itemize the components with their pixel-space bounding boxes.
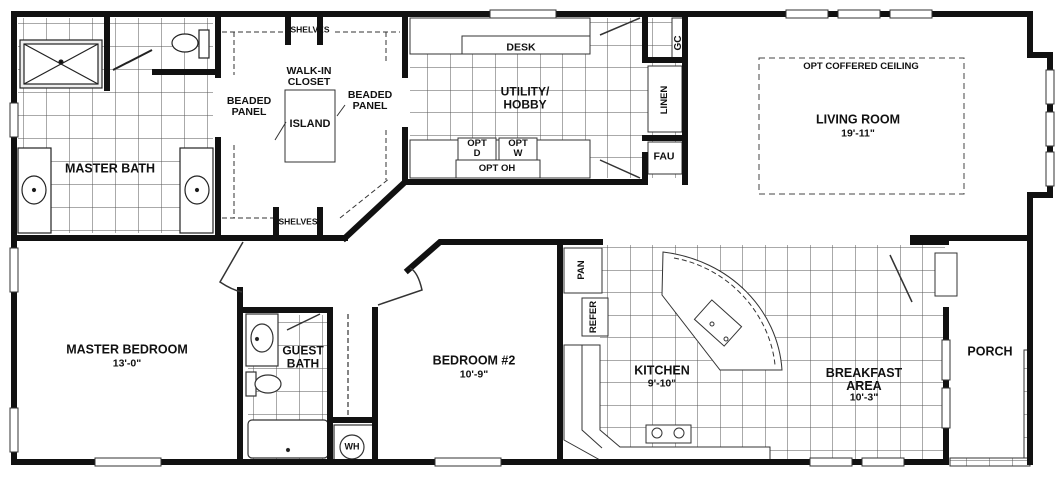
- room-label-porch: PORCH: [967, 344, 1013, 359]
- opt-oh: [455, 159, 541, 179]
- room-dimension-living-room: 19'-11": [841, 127, 875, 140]
- label-shelves-bottom: SHELVES: [278, 216, 318, 227]
- room-label-kitchen: KITCHEN: [634, 363, 690, 378]
- label-opt-w: OPT W: [508, 138, 528, 159]
- master-bath-fixtures: [17, 29, 214, 234]
- windows: [9, 9, 1055, 467]
- porch-door: [889, 254, 913, 303]
- label-beaded-panel-right: BEADED PANEL: [347, 88, 393, 112]
- walls: [11, 11, 1053, 465]
- label-opt-coffered-ceiling: OPT COFFERED CEILING: [803, 61, 919, 73]
- room-label-walk-in-closet: WALK-IN CLOSET: [286, 64, 332, 88]
- room-dimension-kitchen: 9'-10": [647, 377, 677, 390]
- room-dimension-breakfast-area: 10'-3": [849, 391, 879, 404]
- pantry: [563, 247, 603, 294]
- doors: [218, 17, 913, 331]
- utility-door-bottom: [599, 159, 641, 179]
- label-gc: GC: [672, 35, 684, 51]
- room-label-master-bedroom: MASTER BEDROOM: [66, 342, 188, 357]
- tile-floors: [18, 18, 945, 460]
- label-beaded-panel-left: BEADED PANEL: [226, 94, 272, 118]
- island: [284, 89, 336, 163]
- utility-door-top: [599, 17, 641, 36]
- room-dimension-bedroom-2: 10'-9": [459, 368, 489, 381]
- room-label-utility-hobby: UTILITY/ HOBBY: [500, 84, 550, 111]
- coffered-ceiling-outline: [758, 57, 965, 195]
- label-desk: DESK: [506, 41, 536, 54]
- room-label-living-room: LIVING ROOM: [815, 112, 901, 127]
- label-wh: WH: [344, 441, 360, 452]
- toilet: [171, 33, 199, 53]
- bedroom-2-door: [377, 267, 423, 306]
- room-label-breakfast-area: BREAKFAST AREA: [825, 365, 903, 393]
- room-label-bedroom-2: BEDROOM #2: [432, 353, 516, 368]
- guest-bath-door: [286, 313, 321, 331]
- fau: [647, 141, 683, 175]
- room-dimension-master-bedroom: 13'-0": [112, 357, 142, 370]
- label-opt-d: OPT D: [467, 138, 487, 159]
- label-pan: PAN: [576, 260, 588, 280]
- label-island: ISLAND: [289, 118, 331, 131]
- room-label-master-bath: MASTER BATH: [64, 161, 156, 176]
- linen: [647, 65, 683, 133]
- label-fau: FAU: [653, 150, 675, 163]
- label-shelves-top: SHELVES: [290, 24, 330, 35]
- label-linen: LINEN: [659, 85, 671, 115]
- room-label-guest-bath: GUEST BATH: [282, 343, 324, 370]
- kitchen-fixtures: [563, 247, 783, 461]
- master-bedroom-door: [218, 241, 244, 293]
- utility-fixtures: [409, 17, 687, 179]
- label-refer: REFER: [588, 300, 600, 334]
- bathtub: [247, 419, 329, 459]
- label-opt-oh: OPT OH: [478, 163, 516, 175]
- refrigerator: [581, 297, 609, 337]
- closet-fixtures: [222, 31, 400, 219]
